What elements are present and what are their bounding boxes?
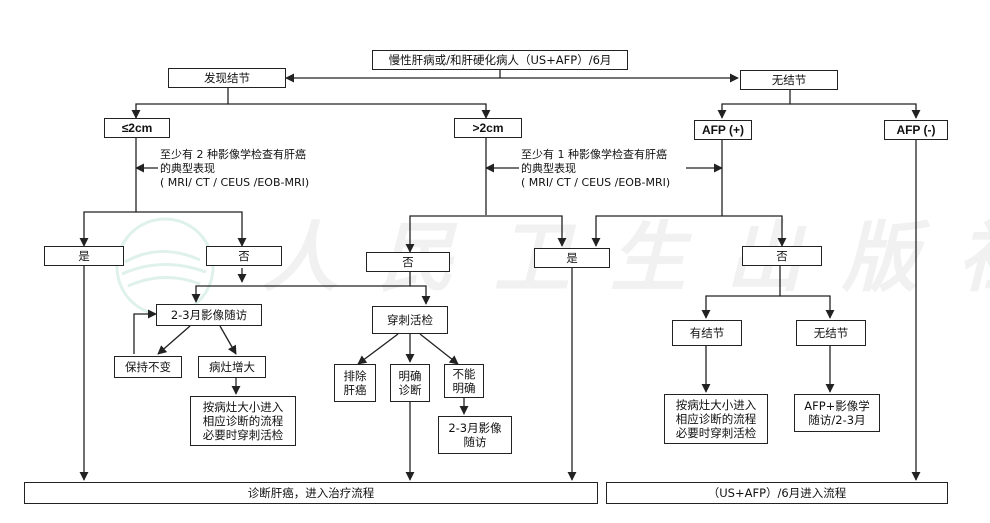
node-proceed-by-size-left: 按病灶大小进入 相应诊断的流程 必要时穿刺活检 xyxy=(190,396,296,446)
edge-to-le2 xyxy=(131,88,229,119)
edge-to-yes-mid xyxy=(486,215,567,247)
node-no-left: 否 xyxy=(206,246,282,266)
edge-to-enlarge xyxy=(219,325,237,355)
node-proceed-by-size-right: 按病灶大小进入 相应诊断的流程 必要时穿刺活检 xyxy=(664,394,768,444)
node-yes-left: 是 xyxy=(44,246,124,266)
edge-to-afp-neg xyxy=(790,103,921,119)
note-one-imaging: 至少有 1 种影像学检查有肝癌 的典型表现 ( MRI/ CT / CEUS /… xyxy=(521,148,671,190)
edge-to-unclear xyxy=(419,333,459,365)
edge-to-yes-left xyxy=(79,211,136,247)
node-size-le-2cm: ≤2cm xyxy=(104,118,170,138)
node-afp-imaging-followup: AFP+影像学 随访/2-3月 xyxy=(794,394,880,432)
node-confirmed: 明确 诊断 xyxy=(390,364,430,402)
note-two-imaging: 至少有 2 种影像学检查有肝癌 的典型表现 ( MRI/ CT / CEUS /… xyxy=(160,148,310,190)
node-has-nodule: 有结节 xyxy=(672,320,742,346)
node-followup-2-3m: 2-3月影像随访 xyxy=(156,304,262,326)
node-afp-positive: AFP (+) xyxy=(694,120,752,140)
node-found-nodule: 发现结节 xyxy=(168,68,286,88)
start-node: 慢性肝病或/和肝硬化病人（US+AFP）/6月 xyxy=(372,50,628,70)
edge-to-no-right xyxy=(722,215,787,247)
node-followup-2-3m-b: 2-3月影像 随访 xyxy=(438,416,512,454)
node-no-mid: 否 xyxy=(366,252,450,272)
node-unchanged: 保持不变 xyxy=(114,356,182,378)
node-exclude-hcc: 排除 肝癌 xyxy=(334,364,376,402)
edge-to-no-nodule2 xyxy=(780,295,835,319)
final-diagnose-treat: 诊断肝癌，进入治疗流程 xyxy=(24,482,598,504)
node-yes-mid: 是 xyxy=(534,248,610,268)
final-surveillance: （US+AFP）/6月进入流程 xyxy=(606,482,948,504)
edge-to-afp-pos xyxy=(717,90,791,119)
node-inconclusive: 不能 明确 xyxy=(444,364,484,398)
edge-keep-loop xyxy=(133,309,157,354)
edge-to-biopsy xyxy=(410,285,431,305)
edge-to-has-nodule xyxy=(701,266,781,319)
node-no-nodule-2: 无结节 xyxy=(796,320,866,346)
edge-to-no-mid xyxy=(405,215,486,253)
edge-to-followup xyxy=(191,272,411,303)
edge-to-yes-mid-2 xyxy=(591,215,722,247)
node-size-gt-2cm: >2cm xyxy=(454,118,522,138)
node-no-right: 否 xyxy=(742,246,822,266)
node-afp-negative: AFP (-) xyxy=(884,120,948,140)
edge-to-keep xyxy=(157,325,191,355)
node-biopsy: 穿刺活检 xyxy=(372,306,448,334)
edge-to-gt2 xyxy=(228,103,491,119)
edge-to-exclude xyxy=(357,333,399,365)
edge-to-no-left xyxy=(136,211,247,247)
node-no-nodule: 无结节 xyxy=(740,70,838,90)
node-lesion-enlarged: 病灶增大 xyxy=(198,356,266,378)
